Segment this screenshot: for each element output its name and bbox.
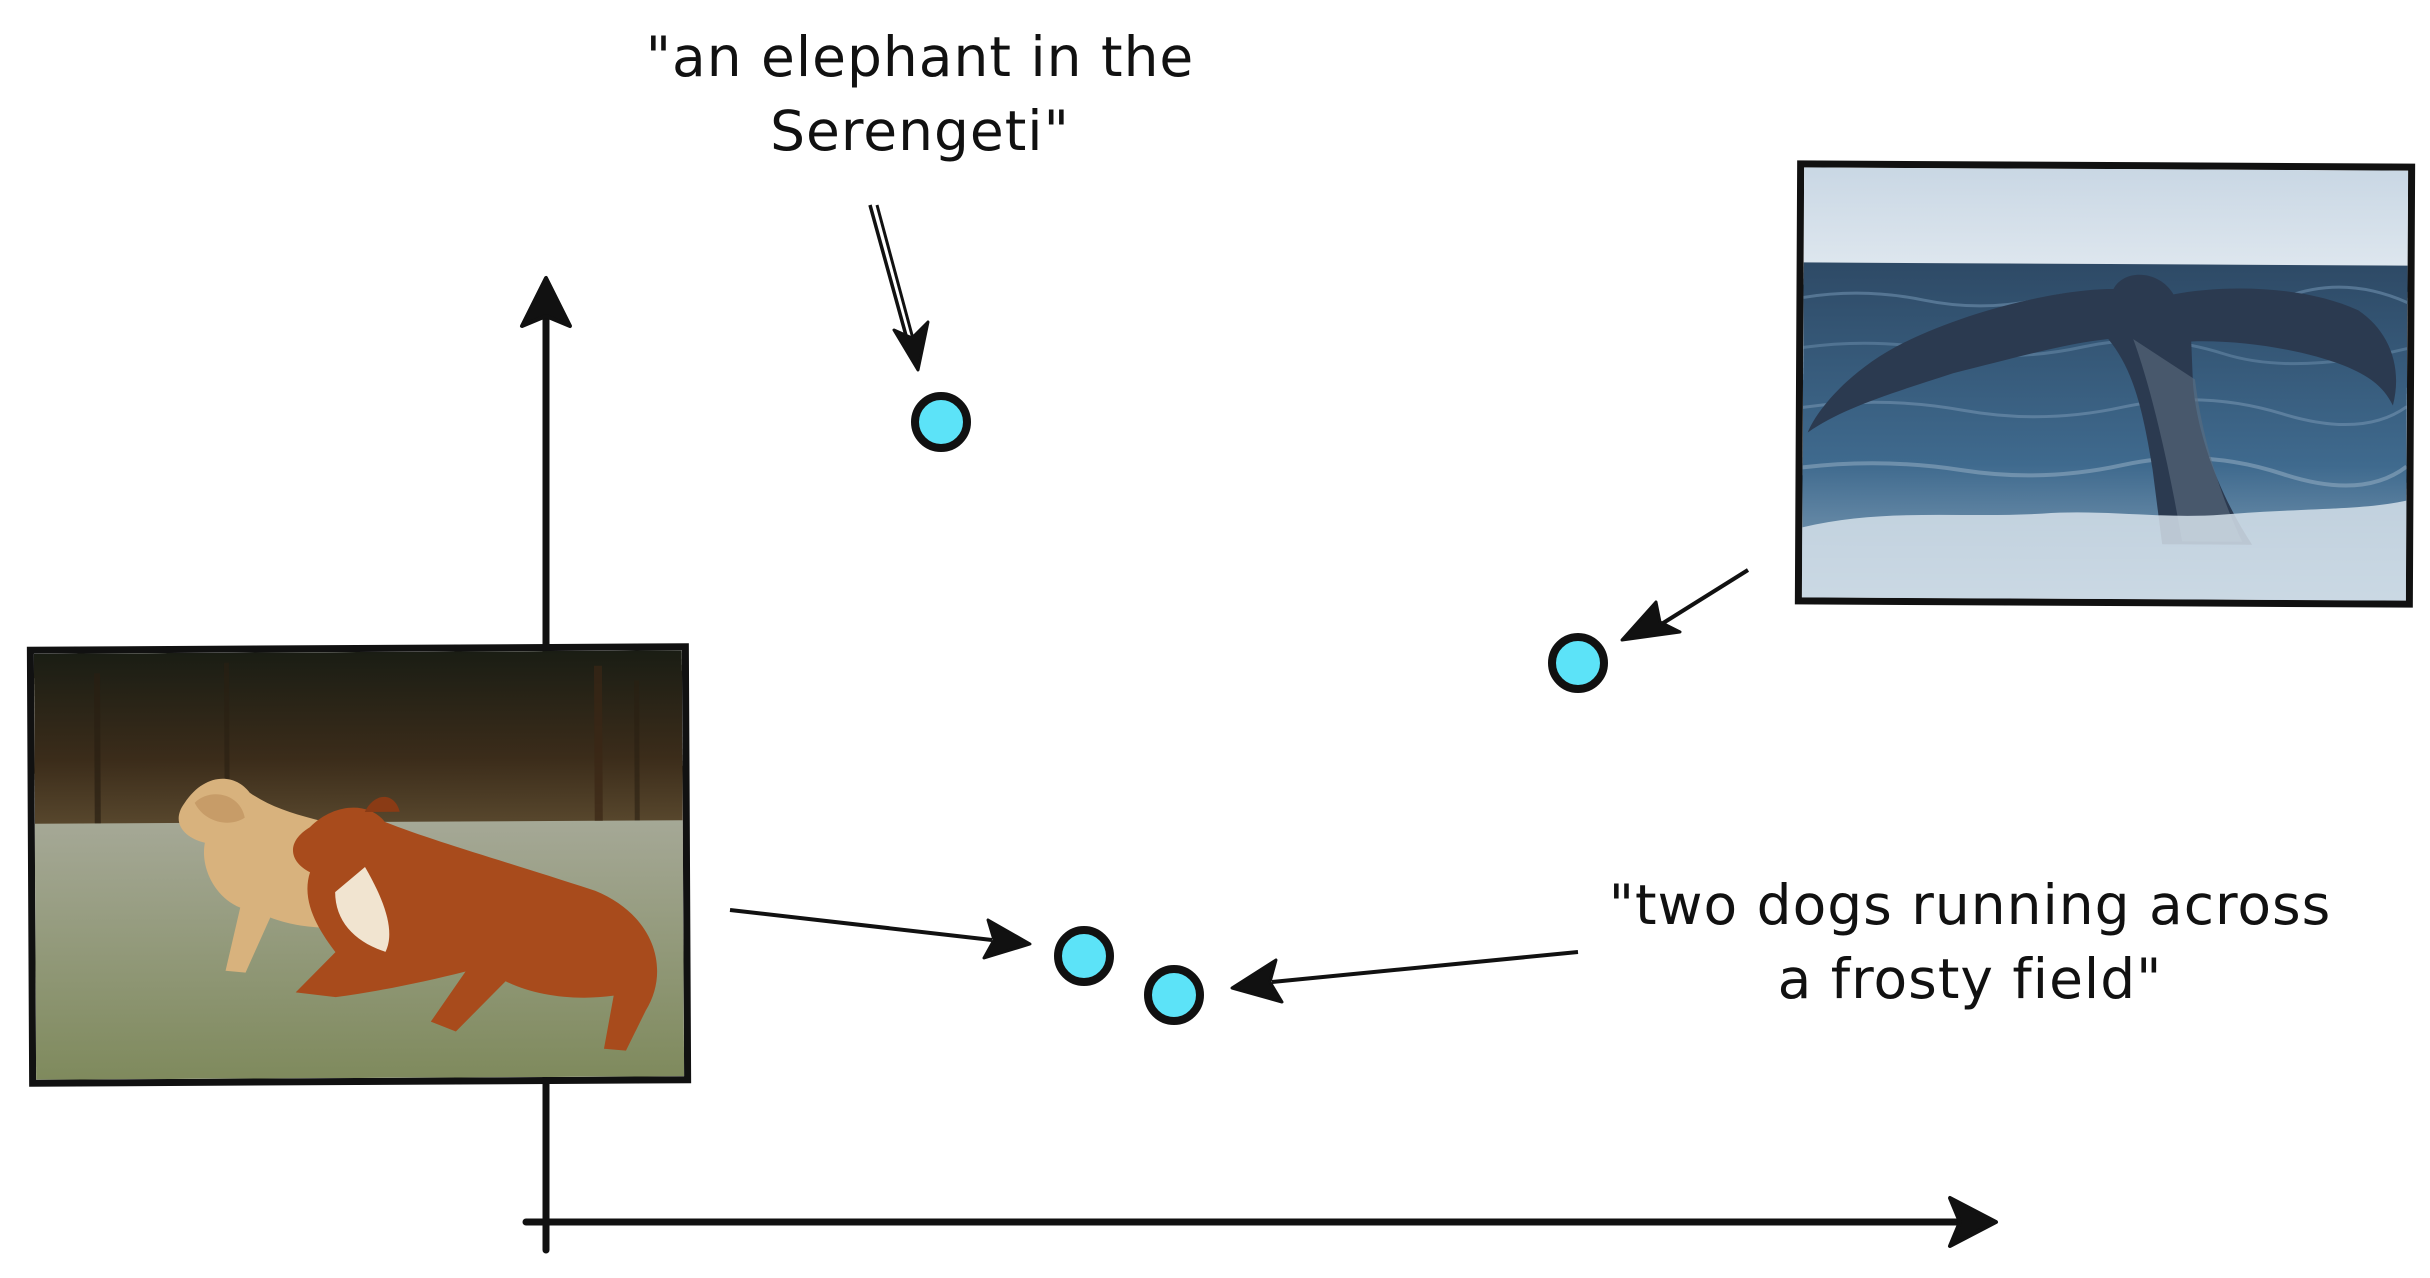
whale-photo [1794, 160, 2416, 608]
dogs-caption: "two dogs running across a frosty field" [1540, 868, 2400, 1017]
dogs-photo [26, 643, 692, 1087]
whale-photo-illustration [1801, 167, 2409, 601]
arrow-dogs-image [729, 908, 1032, 960]
dogs-photo-illustration [33, 650, 685, 1080]
elephant-caption: "an elephant in the Serengeti" [560, 20, 1280, 169]
arrow-whale-image [1620, 568, 1750, 642]
dogs-caption-line2: a frosty field" [1777, 947, 2163, 1012]
arrow-elephant-caption [868, 204, 930, 372]
dogs-caption-line1: "two dogs running across [1608, 873, 2332, 937]
elephant-caption-line2: Serengeti" [770, 99, 1070, 164]
arrow-dogs-caption [1230, 950, 1579, 1004]
dogs-caption-point [1144, 965, 1204, 1025]
elephant-caption-line1: "an elephant in the [645, 25, 1195, 89]
elephant-caption-point [911, 392, 971, 452]
whale-image-point [1548, 633, 1608, 693]
x-axis [522, 1196, 1998, 1248]
dogs-image-point [1054, 926, 1114, 986]
